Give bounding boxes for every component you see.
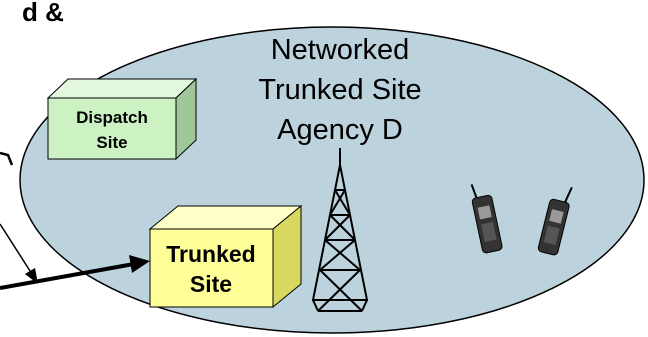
dispatch-site-label-line-2: Site (96, 133, 127, 152)
trunked-site-box: Trunked Site (148, 204, 303, 309)
connector-lines (0, 151, 135, 290)
thin-connector-arrowhead (25, 268, 38, 284)
network-ellipse (19, 26, 645, 334)
trunked-site-label-line-1: Trunked (166, 241, 255, 267)
header-partial-title: d & (22, 0, 64, 27)
dispatch-connector-line (0, 151, 14, 166)
dispatch-site-box: Dispatch Site (46, 77, 198, 161)
thick-connector-arrowhead (129, 255, 150, 273)
radio-tower-icon (311, 148, 369, 312)
handheld-radio-icon (537, 186, 573, 256)
network-title-line-2: Trunked Site (258, 74, 421, 106)
dispatch-site-label-line-1: Dispatch (76, 108, 148, 127)
thick-connector-line (0, 262, 135, 290)
network-title-line-3: Agency D (277, 114, 403, 146)
trunked-site-label-line-2: Site (190, 271, 232, 297)
handheld-radio-icon (470, 184, 503, 254)
network-title-line-1: Networked (271, 34, 410, 66)
thin-connector-line (0, 223, 33, 275)
